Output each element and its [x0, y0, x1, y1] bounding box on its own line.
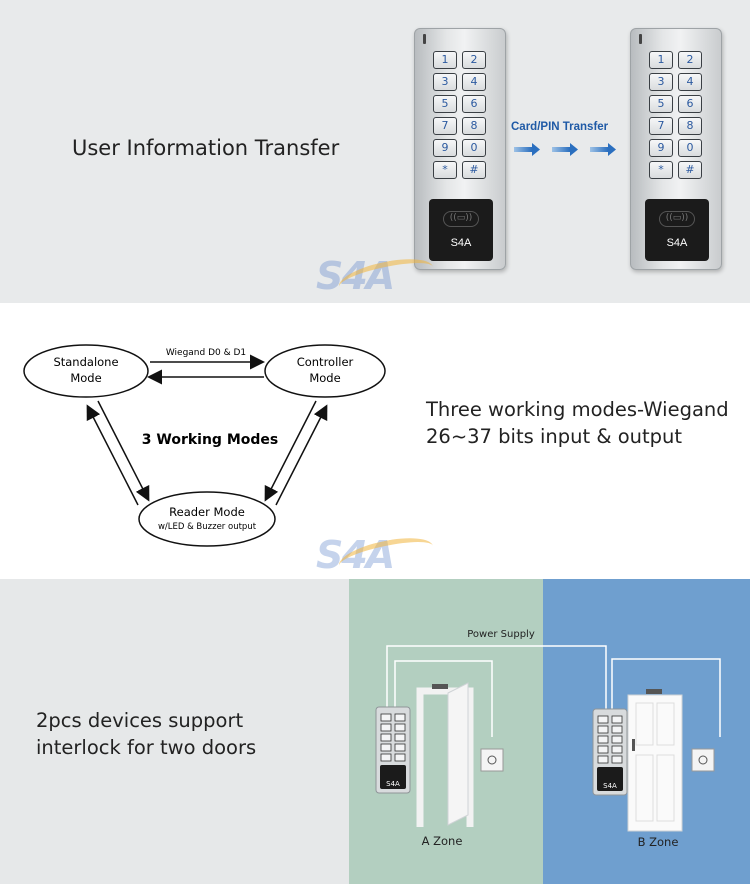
power-wire: [394, 660, 493, 737]
status-led: [423, 34, 426, 44]
three-working-modes-label: 3 Working Modes: [142, 432, 278, 448]
caption-line: 2pcs devices support: [36, 709, 244, 732]
key: 2: [462, 51, 486, 69]
key: 9: [433, 139, 457, 157]
interlock-diagram: Power Supply S4A A Zo: [375, 629, 721, 849]
card-reader-area: ((▭)) S4A: [645, 199, 709, 261]
keypad-device-right: 1 2 3 4 5 6 7 8 9 0 * # ((▭)) S4A: [630, 28, 722, 270]
working-modes-section: Standalone Mode Controller Mode Reader M…: [0, 303, 750, 579]
caption-line: Three working modes-Wiegand: [426, 398, 729, 421]
exit-button-zone-a: [480, 748, 504, 772]
key: *: [649, 161, 673, 179]
key: #: [678, 161, 702, 179]
controller-mode-node: [264, 344, 386, 398]
keypad: 1 2 3 4 5 6 7 8 9 0 * #: [433, 51, 486, 179]
reader-mode-node: [138, 491, 276, 547]
s4a-watermark-logo: S4A: [316, 531, 437, 579]
power-wire: [611, 658, 721, 737]
controller-label-1: Controller: [297, 355, 354, 369]
card-pin-transfer-label: Card/PIN Transfer: [511, 121, 609, 133]
zone-b-label: B Zone: [638, 835, 679, 849]
transfer-arrows: [514, 143, 616, 156]
s4a-watermark-logo: S4A: [316, 252, 437, 302]
arrow-up-icon: [86, 404, 139, 506]
interlock-caption: 2pcs devices support interlock for two d…: [36, 707, 336, 761]
arrow-right-icon: [590, 143, 616, 156]
door-zone-b: [627, 689, 683, 832]
reader-label-1: Reader Mode: [169, 505, 245, 519]
arrow-up-icon: [275, 404, 328, 506]
key: 8: [678, 117, 702, 135]
arrow-down-icon: [97, 400, 150, 502]
caption-line: interlock for two doors: [36, 736, 257, 759]
user-transfer-caption: User Information Transfer: [72, 136, 340, 160]
key: 0: [462, 139, 486, 157]
reader-label-2: w/LED & Buzzer output: [158, 522, 257, 532]
key: 0: [678, 139, 702, 157]
working-modes-diagram: Standalone Mode Controller Mode Reader M…: [23, 344, 386, 547]
standalone-label-2: Mode: [70, 371, 101, 385]
key: 4: [462, 73, 486, 91]
caption-line: 26~37 bits input & output: [426, 425, 683, 448]
key: #: [462, 161, 486, 179]
keypad: 1 2 3 4 5 6 7 8 9 0 * #: [649, 51, 702, 179]
key: 8: [462, 117, 486, 135]
wiegand-label: Wiegand D0 & D1: [166, 348, 246, 358]
key: 2: [678, 51, 702, 69]
device-brand-label: S4A: [666, 237, 688, 249]
working-modes-caption: Three working modes-Wiegand 26~37 bits i…: [426, 396, 746, 450]
key: *: [433, 161, 457, 179]
arrow-down-icon: [264, 400, 317, 502]
rfid-icon: ((▭)): [659, 211, 695, 227]
key: 6: [678, 95, 702, 113]
door-zone-a: [416, 682, 474, 827]
arrow-right-icon: [514, 143, 540, 156]
card-reader-area: ((▭)) S4A: [429, 199, 493, 261]
key: 5: [433, 95, 457, 113]
standalone-label-1: Standalone: [53, 355, 118, 369]
keypad-device-left: 1 2 3 4 5 6 7 8 9 0 * # ((▭)) S4A: [414, 28, 506, 270]
power-supply-label: Power Supply: [467, 629, 535, 640]
key: 3: [433, 73, 457, 91]
device-brand-label: S4A: [450, 237, 472, 249]
key: 3: [649, 73, 673, 91]
arrow-right-icon: [552, 143, 578, 156]
zone-a-label: A Zone: [422, 834, 463, 848]
key: 1: [433, 51, 457, 69]
key: 4: [678, 73, 702, 91]
controller-label-2: Mode: [309, 371, 340, 385]
rfid-icon: ((▭)): [443, 211, 479, 227]
keypad-device-zone-a: S4A: [375, 706, 411, 794]
interlock-section: 2pcs devices support interlock for two d…: [0, 579, 750, 884]
status-led: [639, 34, 642, 44]
key: 7: [649, 117, 673, 135]
user-transfer-section: User Information Transfer 1 2 3 4 5 6 7 …: [0, 0, 750, 303]
power-wire: [386, 645, 607, 709]
key: 5: [649, 95, 673, 113]
device-brand-label: S4A: [603, 782, 617, 790]
keypad-device-zone-b: S4A: [592, 708, 628, 796]
device-brand-label: S4A: [386, 780, 400, 788]
key: 1: [649, 51, 673, 69]
key: 7: [433, 117, 457, 135]
key: 6: [462, 95, 486, 113]
exit-button-zone-b: [691, 748, 715, 772]
key: 9: [649, 139, 673, 157]
